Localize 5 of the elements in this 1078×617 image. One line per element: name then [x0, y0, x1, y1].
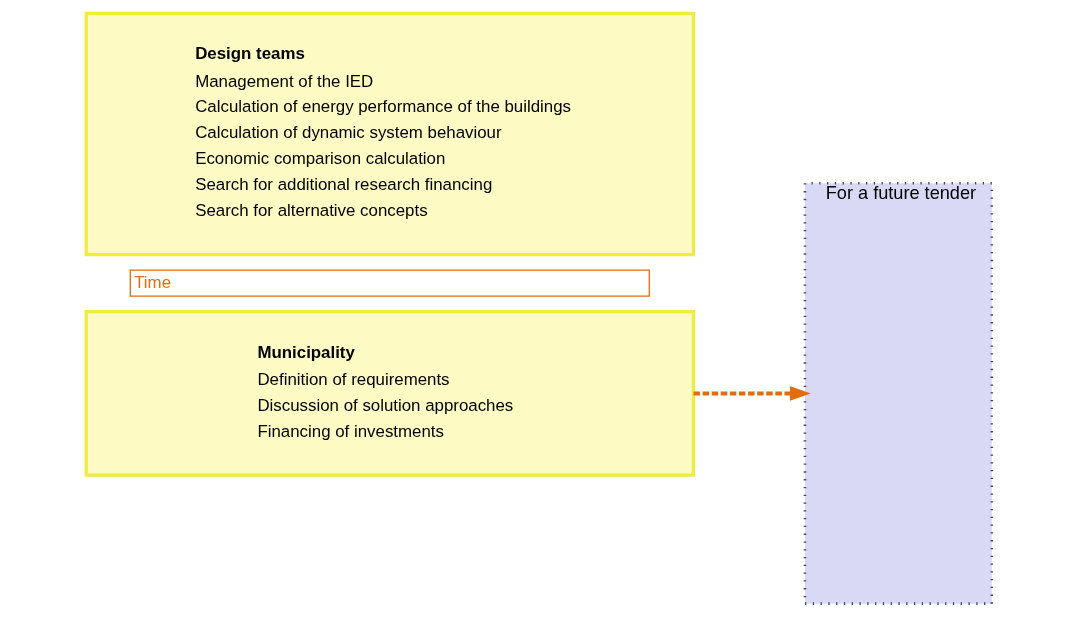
node-box: Municipality Definition of requirements Discussion of solution approaches Financing of investments — [84, 310, 695, 477]
label: Time — [134, 272, 172, 292]
arrow — [693, 386, 811, 401]
node-box: Design teams Management of the IED Calculation of energy performance of the buildings Calculation of dynamic system behaviour Economic comparison calculation Search for additional research financing Search for alternative concepts — [84, 11, 695, 257]
node-box: For a future tender — [803, 182, 994, 605]
